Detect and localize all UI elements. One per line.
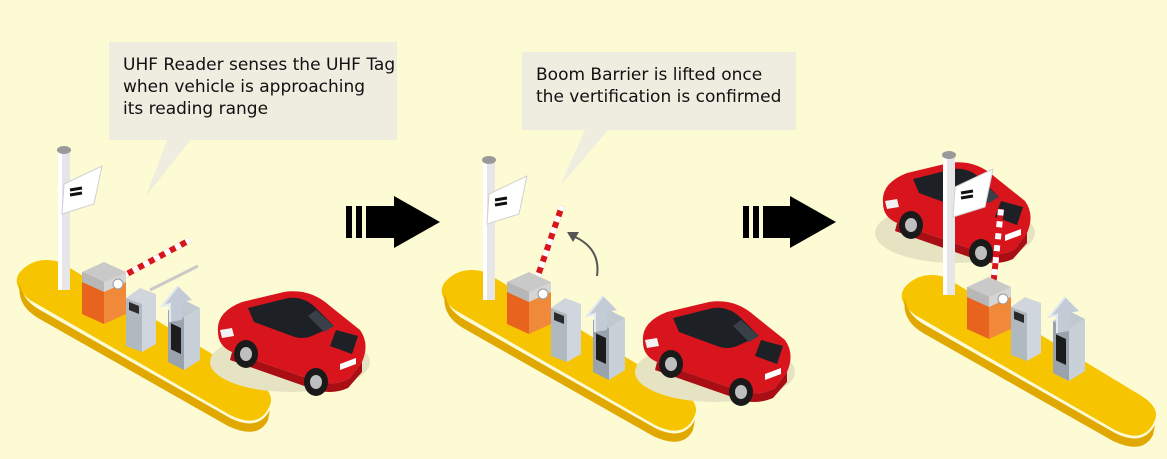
callout-reader-senses-tag: UHF Reader senses the UHF Tag when vehic… xyxy=(109,42,397,140)
callout-line: Boom Barrier is lifted once xyxy=(536,65,763,85)
callout-line: its reading range xyxy=(123,99,269,119)
barrier-box xyxy=(506,271,552,335)
right-arrow-icon xyxy=(346,196,440,248)
callout-tail-1 xyxy=(146,138,192,196)
ticket-kiosk xyxy=(1011,297,1041,361)
callout-line: UHF Reader senses the UHF Tag xyxy=(123,55,396,75)
barrier-arm-raised xyxy=(990,208,1004,288)
barrier-box xyxy=(966,276,1012,340)
right-arrow-icon xyxy=(743,196,836,248)
red-car xyxy=(635,301,795,406)
antenna-pole xyxy=(942,151,956,295)
red-car xyxy=(210,291,370,396)
ticket-kiosk xyxy=(551,298,581,362)
stage-1 xyxy=(16,146,370,432)
barrier-box xyxy=(81,261,127,325)
callout-tail-2 xyxy=(560,128,610,186)
callout-barrier-lifted: Boom Barrier is lifted once the vertific… xyxy=(522,52,796,130)
stage-3 xyxy=(875,151,1156,447)
callout-line: the vertification is confirmed xyxy=(536,87,782,107)
antenna-pole xyxy=(482,156,496,300)
callout-line: when vehicle is approaching xyxy=(123,77,366,97)
stage-2 xyxy=(441,156,795,442)
curved-arrow-icon xyxy=(572,235,599,277)
antenna-pole xyxy=(57,146,71,290)
ticket-kiosk xyxy=(126,288,156,352)
barrier-arm-lifted xyxy=(530,205,565,291)
